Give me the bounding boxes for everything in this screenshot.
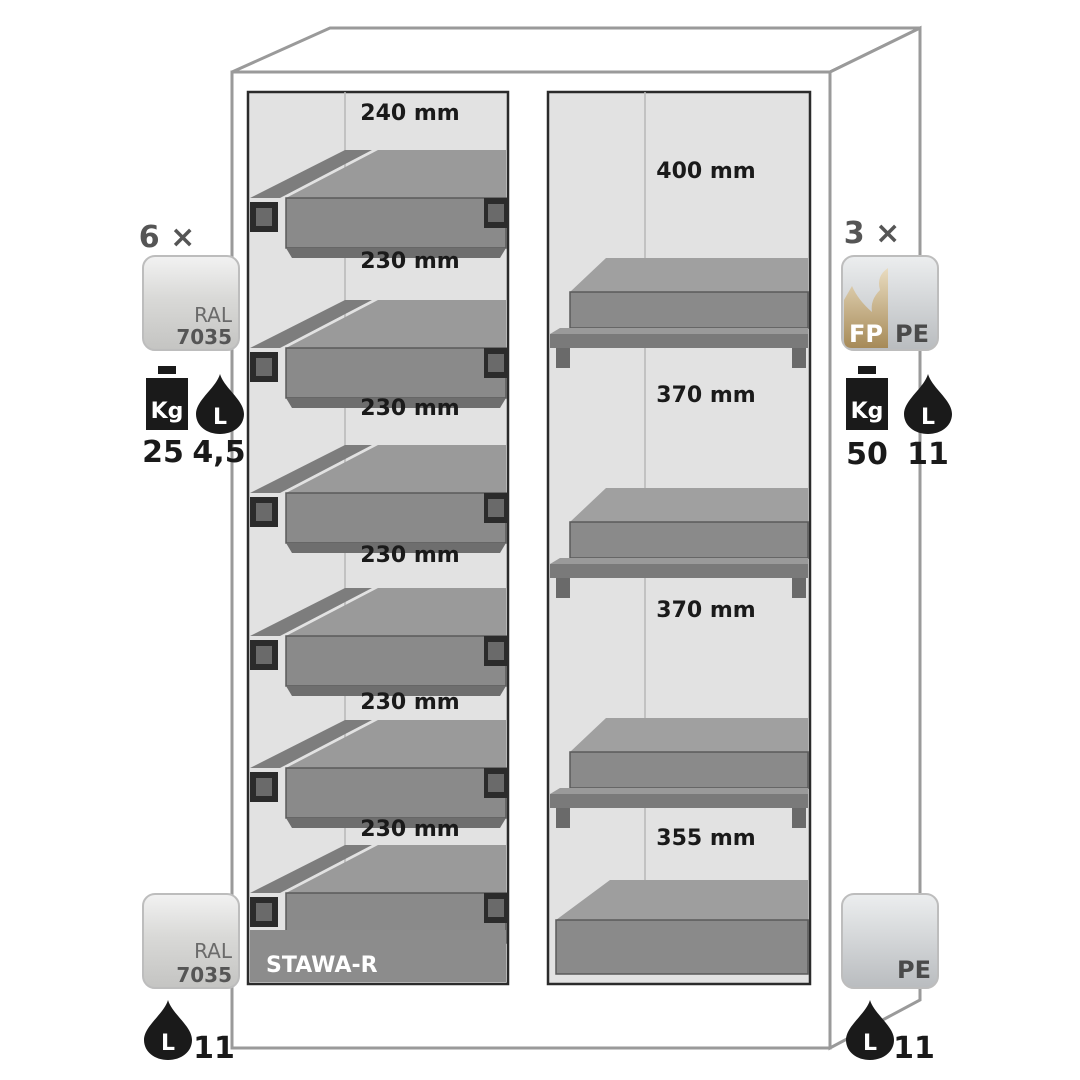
left-top-spec: 6 × RAL 7035 Kg L 25 4,5: [139, 220, 246, 470]
right-compartment: 400 mm 370 mm 370 mm 355 mm: [546, 90, 812, 986]
shelf-with-tray: [550, 718, 809, 828]
pe-label: PE: [897, 956, 931, 984]
right-shelves: [550, 258, 809, 975]
product-label: STAWA-R: [266, 953, 378, 978]
left-compartment: 240 mm 230 mm 230 mm 230 mm 230 mm 230 mm STA…: [246, 90, 510, 986]
left-bottom-spec: RAL 7035 L 11: [142, 893, 240, 1066]
compartment-height-label: 400 mm: [656, 159, 755, 184]
weight-value: 50: [846, 437, 888, 472]
right-top-quantity: 3 ×: [844, 216, 900, 251]
ral-color-badge: [142, 255, 240, 351]
pe-label: PE: [895, 320, 929, 348]
volume-icon-label: L: [213, 405, 227, 430]
compartment-height-label: 370 mm: [656, 598, 755, 623]
left-top-quantity: 6 ×: [139, 220, 195, 255]
volume-drop-icon: L: [196, 374, 244, 434]
ral-badge-line2: 7035: [176, 325, 232, 349]
weight-icon: Kg: [146, 366, 188, 430]
volume-value: 11: [193, 1031, 235, 1066]
compartment-height-label: 230 mm: [360, 543, 459, 568]
pull-out-tray: [250, 150, 508, 258]
fp-label: FP: [849, 320, 883, 348]
compartment-height-label: 230 mm: [360, 396, 459, 421]
ral-badge-line2: 7035: [176, 963, 232, 987]
compartment-height-label: 230 mm: [360, 249, 459, 274]
sump-tray: [250, 930, 506, 982]
left-trays: [250, 150, 508, 953]
volume-icon-label: L: [921, 405, 935, 430]
volume-drop-icon: L: [846, 1000, 894, 1060]
compartment-height-label: 370 mm: [656, 383, 755, 408]
compartment-height-label: 230 mm: [360, 690, 459, 715]
ral-color-badge: [142, 893, 240, 989]
right-height-labels: 400 mm 370 mm 370 mm 355 mm: [656, 159, 755, 851]
bottom-sump: [555, 880, 809, 975]
ral-badge-line1: RAL: [194, 303, 233, 327]
right-top-spec: 3 × FP PE Kg L 50 11: [841, 216, 952, 472]
volume-value: 11: [893, 1031, 935, 1066]
right-bottom-spec: PE L 11: [841, 893, 939, 1066]
fp-material-swatch: [844, 268, 888, 348]
pull-out-tray: [250, 588, 508, 696]
weight-icon: Kg: [846, 366, 888, 430]
volume-value: 11: [907, 437, 949, 472]
weight-icon-label: Kg: [851, 399, 884, 424]
cabinet-top: [231, 26, 921, 74]
pull-out-tray: [250, 720, 508, 828]
compartment-height-label: 355 mm: [656, 826, 755, 851]
compartment-height-label: 230 mm: [360, 817, 459, 842]
left-height-labels: 240 mm 230 mm 230 mm 230 mm 230 mm 230 mm: [360, 101, 459, 842]
weight-icon-label: Kg: [151, 399, 184, 424]
weight-value: 25: [142, 435, 184, 470]
volume-icon-label: L: [863, 1031, 877, 1056]
pull-out-tray: [250, 445, 508, 553]
volume-drop-icon: L: [144, 1000, 192, 1060]
pe-badge: [841, 893, 939, 989]
ral-badge-line1: RAL: [194, 939, 233, 963]
volume-icon-label: L: [161, 1031, 175, 1056]
pull-out-tray: [250, 300, 508, 408]
shelf-with-tray: [550, 258, 809, 368]
compartment-height-label: 240 mm: [360, 101, 459, 126]
volume-drop-icon: L: [904, 374, 952, 434]
shelf-with-tray: [550, 488, 809, 598]
volume-value: 4,5: [192, 435, 245, 470]
